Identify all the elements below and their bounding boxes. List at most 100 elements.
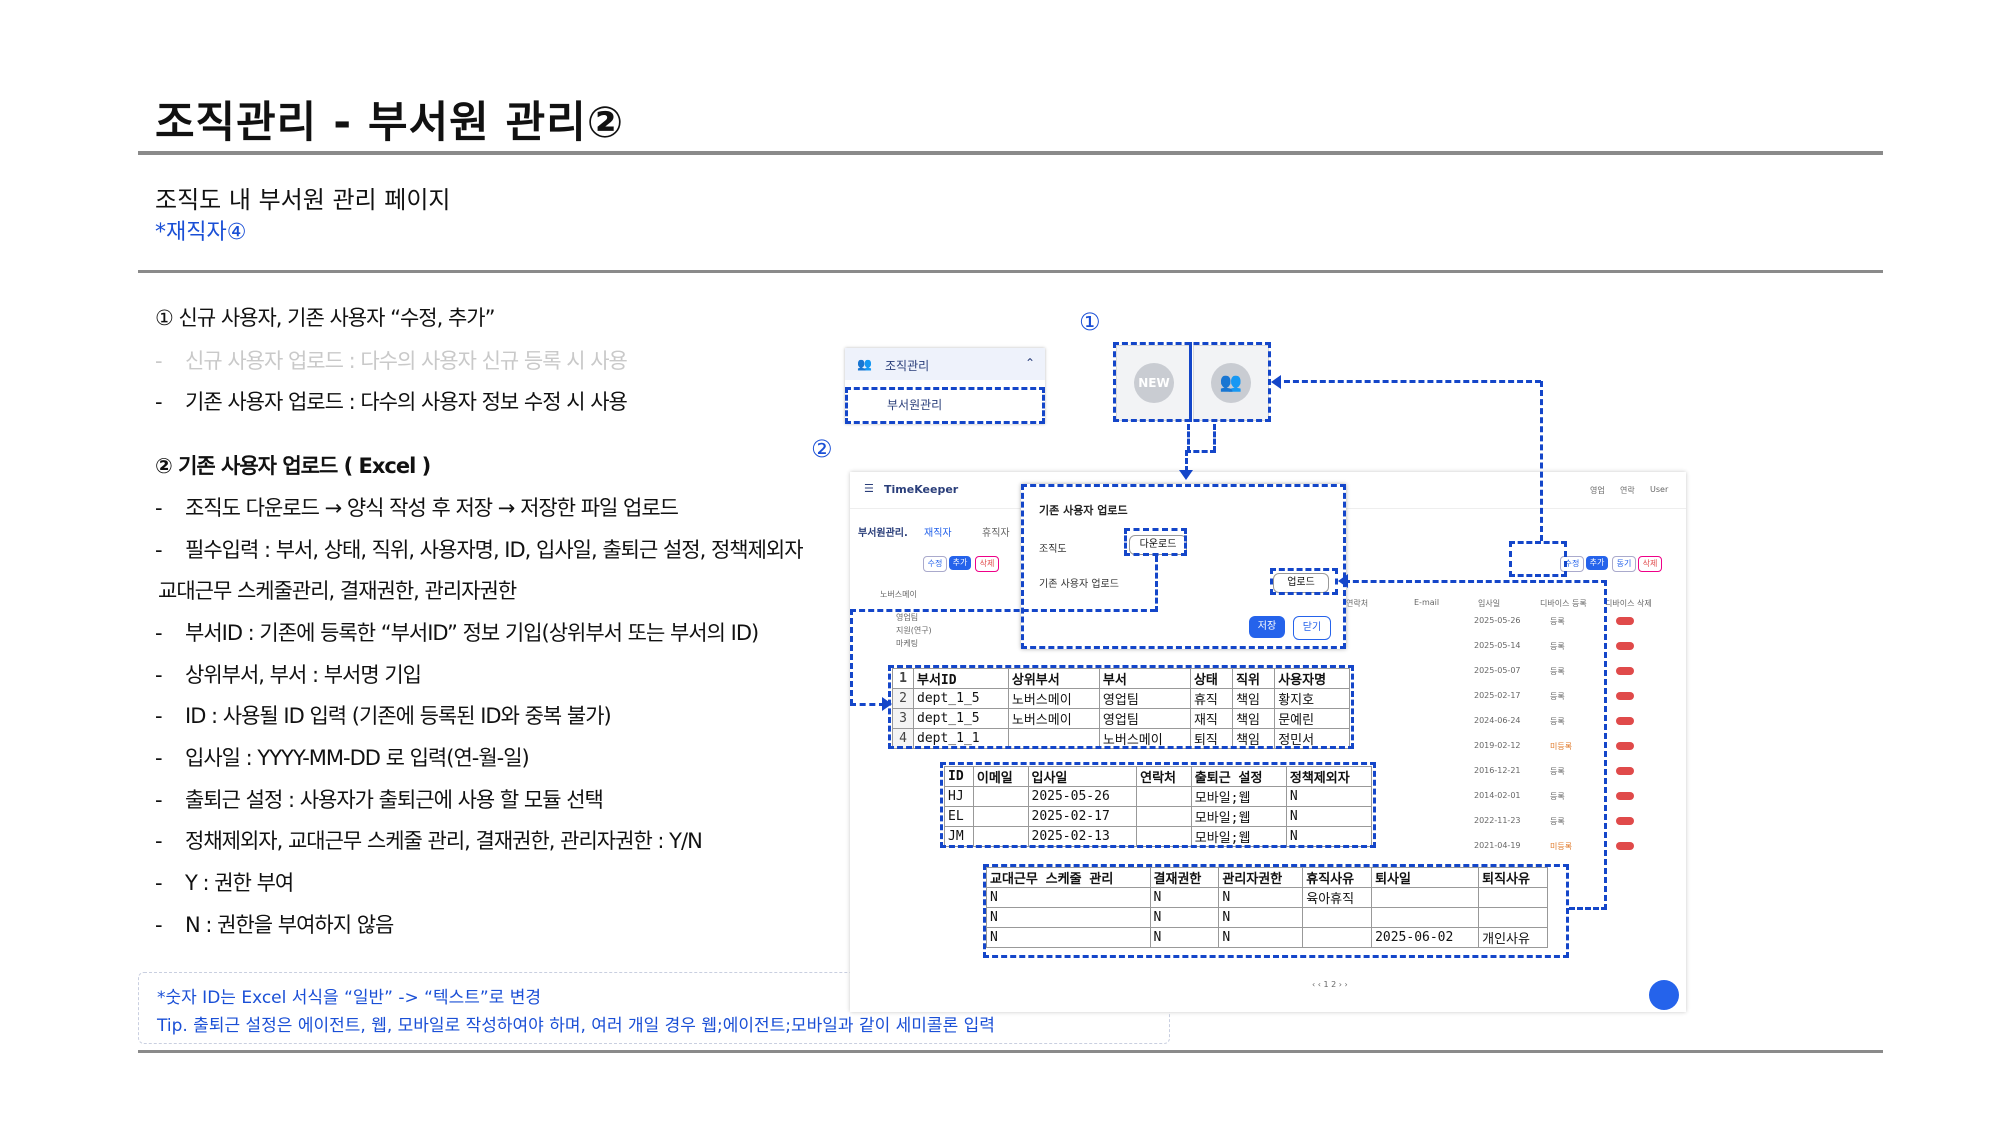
- sidebar-item-members[interactable]: 부서원관리: [845, 384, 1045, 420]
- section2-item: -정채제외자, 교대근무 스케줄 관리, 결재권한, 관리자권한 : Y/N: [155, 829, 703, 853]
- column-header: 입사일: [1478, 599, 1501, 608]
- section2-item: -입사일 : YYYY-MM-DD 로 입력(연-월-일): [155, 746, 530, 770]
- header-link[interactable]: 연락: [1620, 486, 1635, 495]
- section1-item: -신규 사용자 업로드 : 다수의 사용자 신규 등록 시 사용: [155, 349, 628, 373]
- connector-line: [1185, 450, 1216, 453]
- sidebar-menu-org[interactable]: 👥 조직관리 ⌃: [845, 348, 1045, 380]
- header-user[interactable]: User: [1650, 485, 1669, 494]
- tree-node[interactable]: 영업팀: [896, 613, 919, 622]
- section2-item: -조직도 다운로드 → 양식 작성 후 저장 → 저장한 파일 업로드: [155, 496, 679, 520]
- save-button[interactable]: 저장: [1249, 616, 1285, 638]
- connector-line: [1185, 450, 1188, 472]
- connector-line: [1187, 424, 1190, 452]
- excel-cell: 개인사유: [1478, 927, 1548, 948]
- highlight-excel-3: [983, 864, 1569, 958]
- highlight-excel-1: [888, 665, 1354, 749]
- connector-line: [1155, 556, 1158, 612]
- section1-heading: ① 신규 사용자, 기존 사용자 “수정, 추가”: [155, 306, 495, 330]
- close-button[interactable]: 닫기: [1293, 616, 1331, 640]
- section2-item-continuation: 교대근무 스케줄관리, 결재권한, 관리자권한: [158, 579, 517, 603]
- section2-item: -상위부서, 부서 : 부서명 기입: [155, 663, 422, 687]
- delete-button-left[interactable]: 삭제: [975, 556, 999, 572]
- sidebar-snippet: 👥 조직관리 ⌃ 부서원관리: [845, 348, 1045, 424]
- modal-title: 기존 사용자 업로드: [1039, 504, 1128, 517]
- sidebar-menu-label: 조직관리: [885, 359, 930, 373]
- connector-line: [1344, 580, 1607, 583]
- row-delete-button[interactable]: [1616, 817, 1634, 825]
- marker-2: ②: [811, 435, 833, 463]
- row-device-status: 등록: [1550, 817, 1565, 826]
- chevron-up-icon: ⌃: [1024, 356, 1035, 370]
- excel-header-cell: 결재권한: [1149, 867, 1220, 888]
- row-delete-button[interactable]: [1616, 767, 1634, 775]
- delete-button[interactable]: 삭제: [1638, 556, 1662, 572]
- connector-line: [1569, 907, 1607, 910]
- upload-label: 기존 사용자 업로드: [1039, 579, 1119, 590]
- chat-button[interactable]: [1649, 980, 1679, 1010]
- page-title: 조직관리 - 부서원 관리②: [155, 98, 625, 148]
- highlight-excel-2: [940, 762, 1376, 848]
- marker-1: ①: [1079, 308, 1101, 336]
- excel-cell: N: [1218, 927, 1304, 948]
- excel-header-cell: 관리자권한: [1218, 867, 1304, 888]
- excel-header-cell: 상위부서: [1007, 668, 1100, 689]
- excel-cell: 모바일;웹: [1190, 786, 1287, 807]
- edit-button[interactable]: 수정: [1560, 556, 1584, 572]
- row-delete-button[interactable]: [1616, 842, 1634, 850]
- pager[interactable]: ‹ ‹ 1 2 › ›: [1312, 980, 1348, 989]
- add-button-left[interactable]: 추가: [949, 556, 971, 570]
- row-device-status: 등록: [1550, 617, 1565, 626]
- row-delete-button[interactable]: [1616, 692, 1634, 700]
- row-date: 2025-05-26: [1474, 616, 1521, 625]
- page-label: 부서원관리.: [858, 528, 908, 539]
- add-button[interactable]: 추가: [1586, 556, 1608, 570]
- excel-header-cell: 사용자명: [1274, 668, 1350, 689]
- row-date: 2025-02-17: [1474, 691, 1521, 700]
- row-delete-button[interactable]: [1616, 792, 1634, 800]
- row-date: 2019-02-12: [1474, 741, 1521, 750]
- tab-active[interactable]: 재직자: [924, 528, 952, 539]
- excel-cell: 책임: [1232, 688, 1276, 709]
- highlight-sidebar-item: [845, 387, 1045, 424]
- tip-line: Tip. 출퇴근 설정은 에이전트, 웹, 모바일로 작성하여야 하며, 여러 …: [157, 1016, 995, 1036]
- column-header: 디바이스 등록: [1540, 599, 1587, 608]
- column-header: 연락처: [1346, 599, 1369, 608]
- row-device-status: 등록: [1550, 717, 1565, 726]
- excel-header-cell: ID: [944, 766, 974, 787]
- app-brand: TimeKeeper: [884, 483, 959, 496]
- tab-leave[interactable]: 휴직자: [982, 528, 1010, 539]
- connector-line: [1604, 580, 1607, 910]
- excel-cell: dept_1_5: [913, 708, 1009, 729]
- row-delete-button[interactable]: [1616, 642, 1634, 650]
- excel-cell: 영업팀: [1098, 688, 1191, 709]
- row-date: 2025-05-07: [1474, 666, 1521, 675]
- header-link[interactable]: 영업: [1590, 486, 1605, 495]
- users-icon: 👥: [1211, 363, 1251, 403]
- row-device-status: 등록: [1550, 667, 1565, 676]
- section2-item: -필수입력 : 부서, 상태, 직위, 사용자명, ID, 입사일, 출퇴근 설…: [155, 538, 804, 562]
- menu-icon[interactable]: ☰: [864, 482, 874, 495]
- row-delete-button[interactable]: [1616, 617, 1634, 625]
- tree-node[interactable]: 노버스메이: [880, 590, 917, 599]
- connector-line: [1275, 380, 1541, 383]
- tree-node[interactable]: 마케팅: [896, 639, 919, 648]
- tree-node[interactable]: 지원(연구): [896, 626, 932, 635]
- row-delete-button[interactable]: [1616, 717, 1634, 725]
- excel-cell: 2025-06-02: [1371, 927, 1480, 948]
- excel-header-cell: 퇴직사유: [1478, 867, 1548, 888]
- section2-item: -Y : 권한 부여: [155, 871, 294, 895]
- highlight-upload-icons: [1113, 342, 1271, 422]
- excel-cell: 영업팀: [1098, 708, 1191, 729]
- highlight-download: [1124, 528, 1187, 556]
- row-delete-button[interactable]: [1616, 667, 1634, 675]
- highlight-modal: [1021, 484, 1346, 649]
- sync-button[interactable]: 동기: [1612, 556, 1636, 572]
- existing-user-upload-button[interactable]: 👥: [1193, 345, 1269, 421]
- column-header: 디바이스 삭제: [1605, 599, 1652, 608]
- row-delete-button[interactable]: [1616, 742, 1634, 750]
- edit-button-left[interactable]: 수정: [923, 556, 947, 572]
